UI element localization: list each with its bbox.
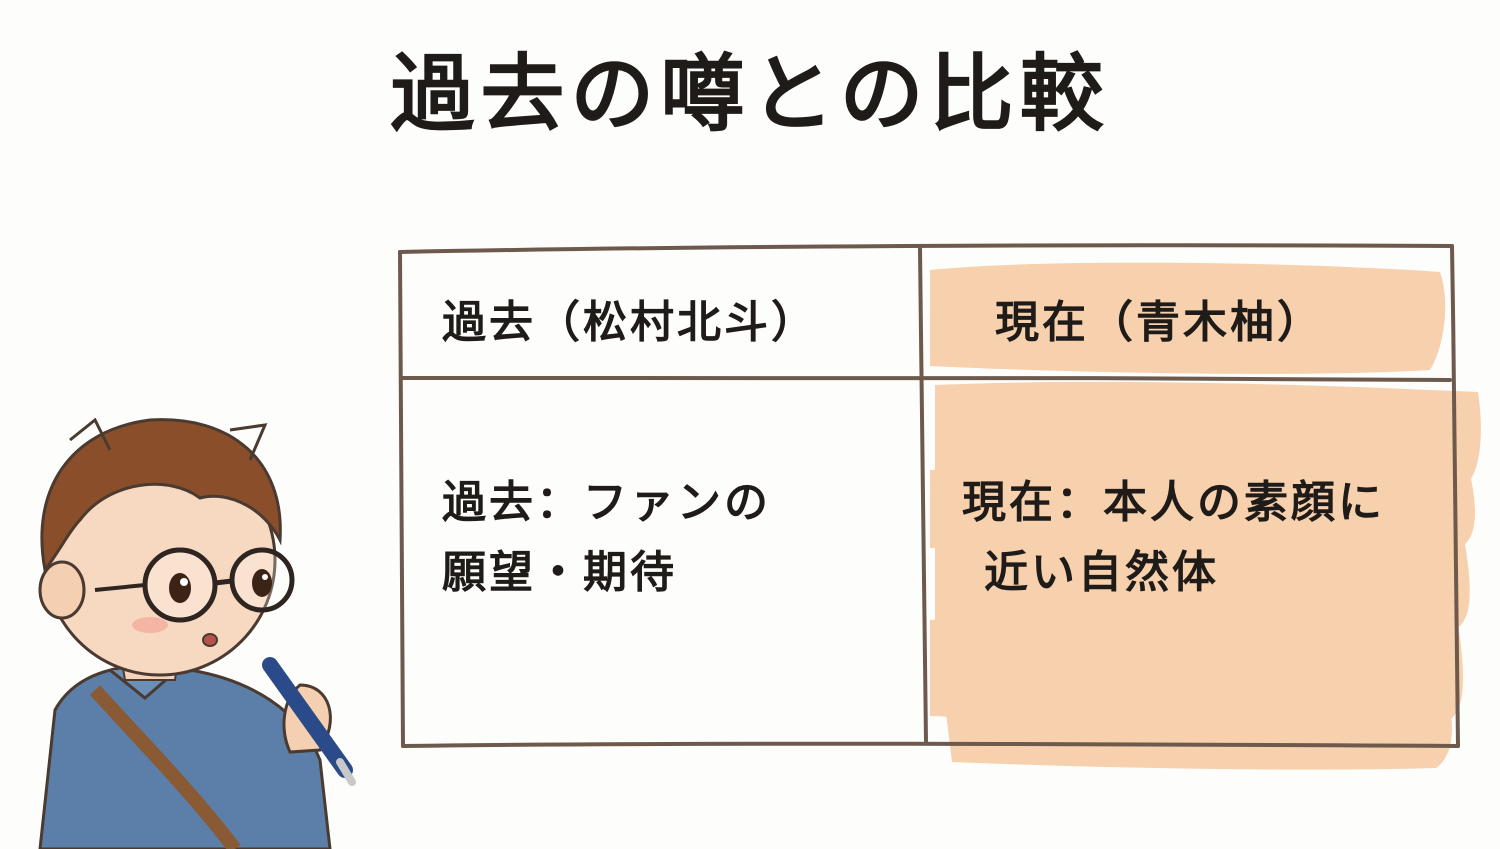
header-past: 過去（松村北斗）	[442, 297, 818, 348]
cell-present-line-2: 近い自然体	[984, 547, 1219, 599]
cell-present-line-1: 現在：本人の素顔に	[962, 477, 1385, 528]
cell-past-line-2: 願望・期待	[442, 547, 677, 599]
cell-present: 現在：本人の素顔に 近い自然体	[962, 468, 1385, 609]
cell-past: 過去：ファンの 願望・期待	[442, 468, 771, 609]
highlight-marker	[930, 262, 1481, 770]
boy-with-glasses-illustration	[38, 417, 356, 849]
header-present: 現在（青木柚）	[995, 297, 1324, 348]
table-grid	[398, 243, 1460, 748]
page-title: 過去の噂との比較	[390, 45, 1110, 143]
cell-past-line-1: 過去：ファンの	[442, 477, 771, 528]
